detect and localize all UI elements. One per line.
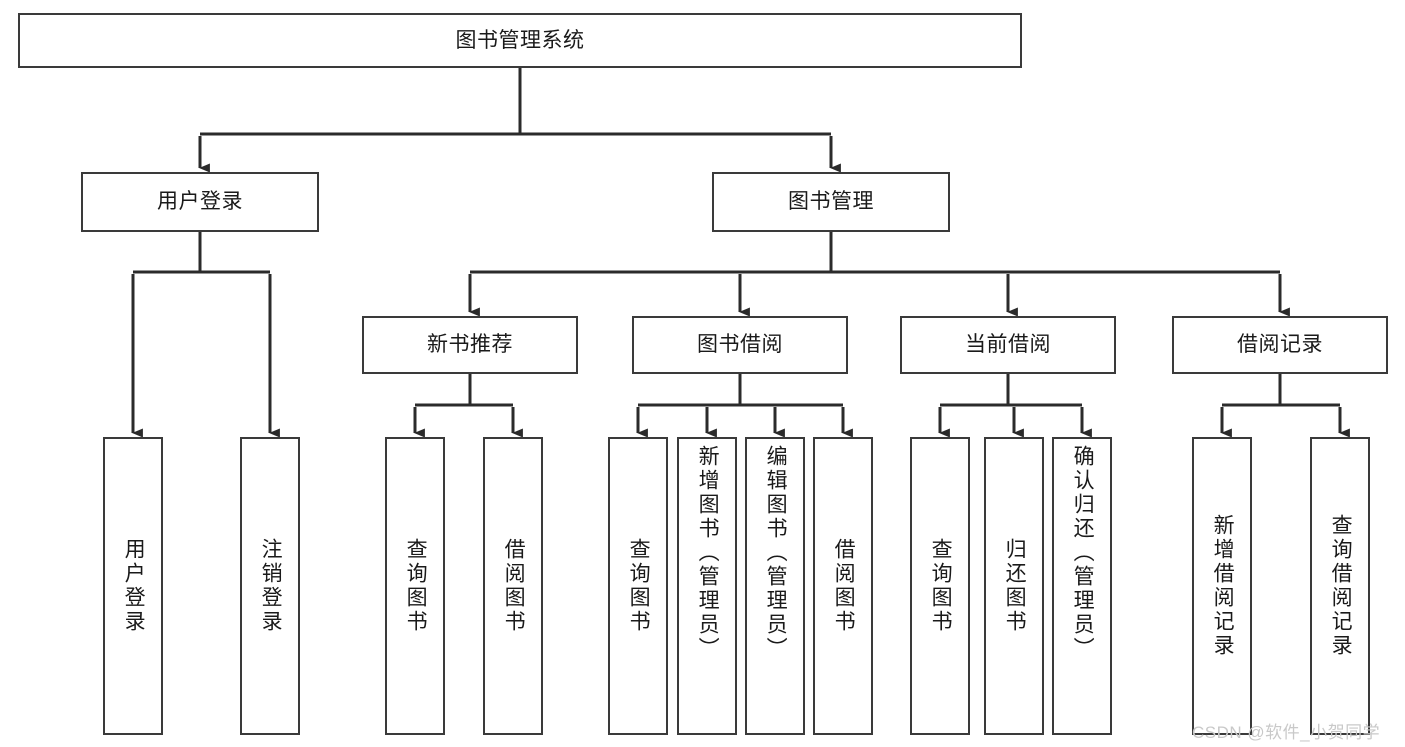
node-leaf-logout-label: 注销登录 — [259, 538, 283, 634]
node-leaf-add-record-label: 新增借阅记录 — [1211, 514, 1235, 658]
node-leaf-borrow-book-1[interactable]: 借阅图书 — [483, 437, 543, 735]
node-leaf-edit-book-label: 编辑图书（管理员） — [764, 445, 788, 661]
node-leaf-return-book[interactable]: 归还图书 — [984, 437, 1044, 735]
node-leaf-borrow-book-1-label: 借阅图书 — [502, 538, 526, 634]
node-current-borrow-label: 当前借阅 — [965, 333, 1051, 357]
node-book-manage-label: 图书管理 — [788, 190, 874, 214]
node-book-borrow[interactable]: 图书借阅 — [632, 316, 848, 374]
node-leaf-query-book-3[interactable]: 查询图书 — [910, 437, 970, 735]
node-leaf-return-book-label: 归还图书 — [1003, 538, 1027, 634]
node-leaf-user-login-label: 用户登录 — [122, 538, 146, 634]
node-user-login-label: 用户登录 — [157, 190, 243, 214]
node-leaf-query-book-1-label: 查询图书 — [404, 538, 428, 634]
node-root[interactable]: 图书管理系统 — [18, 13, 1022, 68]
node-leaf-borrow-book-2[interactable]: 借阅图书 — [813, 437, 873, 735]
node-current-borrow[interactable]: 当前借阅 — [900, 316, 1116, 374]
node-leaf-query-record[interactable]: 查询借阅记录 — [1310, 437, 1370, 735]
node-book-manage[interactable]: 图书管理 — [712, 172, 950, 232]
node-leaf-query-book-2-label: 查询图书 — [627, 538, 651, 634]
node-book-borrow-label: 图书借阅 — [697, 333, 783, 357]
node-leaf-query-book-3-label: 查询图书 — [929, 538, 953, 634]
node-leaf-add-record[interactable]: 新增借阅记录 — [1192, 437, 1252, 735]
node-borrow-record-label: 借阅记录 — [1237, 333, 1323, 357]
node-leaf-borrow-book-2-label: 借阅图书 — [832, 538, 856, 634]
node-leaf-edit-book[interactable]: 编辑图书（管理员） — [745, 437, 805, 735]
node-new-book-rec[interactable]: 新书推荐 — [362, 316, 578, 374]
node-leaf-logout[interactable]: 注销登录 — [240, 437, 300, 735]
node-leaf-confirm-return-label: 确认归还（管理员） — [1071, 445, 1095, 661]
node-leaf-user-login[interactable]: 用户登录 — [103, 437, 163, 735]
node-user-login[interactable]: 用户登录 — [81, 172, 319, 232]
node-leaf-query-book-1[interactable]: 查询图书 — [385, 437, 445, 735]
node-borrow-record[interactable]: 借阅记录 — [1172, 316, 1388, 374]
node-leaf-query-book-2[interactable]: 查询图书 — [608, 437, 668, 735]
node-root-label: 图书管理系统 — [455, 28, 585, 52]
node-leaf-query-record-label: 查询借阅记录 — [1329, 514, 1353, 658]
node-leaf-add-book-label: 新增图书（管理员） — [696, 445, 720, 661]
node-leaf-add-book[interactable]: 新增图书（管理员） — [677, 437, 737, 735]
node-new-book-rec-label: 新书推荐 — [427, 333, 513, 357]
node-leaf-confirm-return[interactable]: 确认归还（管理员） — [1052, 437, 1112, 735]
csdn-watermark: CSDN @软件_小贺同学 — [1192, 723, 1381, 742]
